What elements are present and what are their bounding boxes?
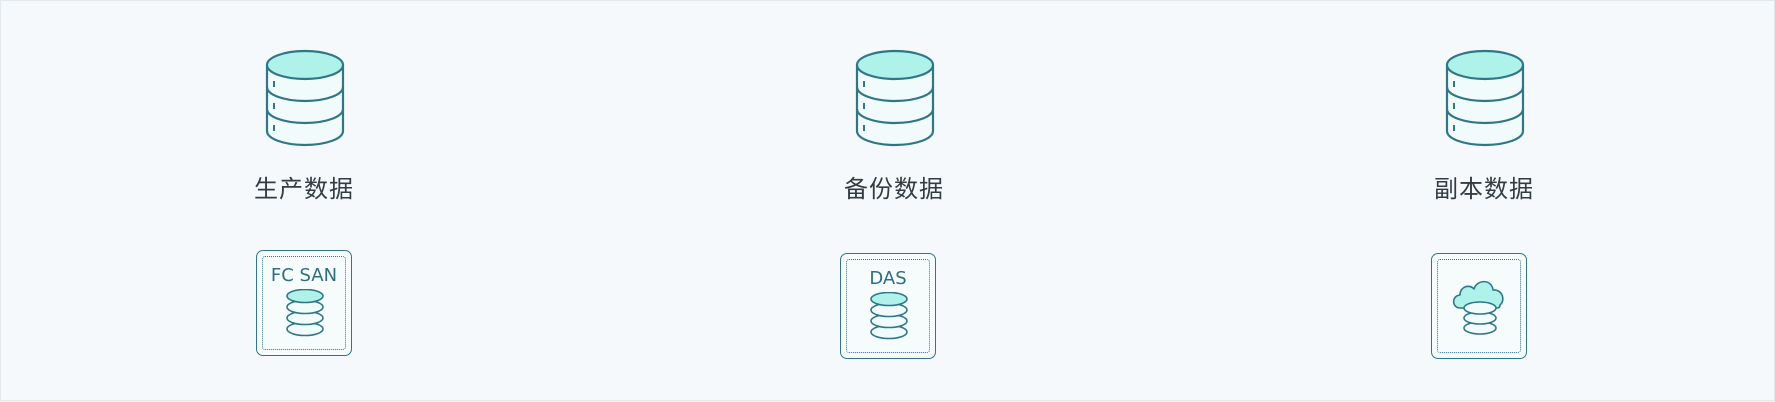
- database-icon: [1445, 49, 1525, 147]
- column-label: 副本数据: [1434, 175, 1534, 203]
- replica-data-column: 副本数据: [1404, 1, 1564, 402]
- storage-type-label: FC SAN: [270, 265, 338, 286]
- cloud-storage-icon: [1452, 280, 1504, 335]
- card-dotted-border: [1437, 259, 1521, 353]
- column-label: 生产数据: [254, 175, 354, 203]
- das-storage-card: DAS: [840, 253, 936, 359]
- card-dotted-border: [262, 256, 346, 350]
- cloud-storage-card: [1431, 253, 1527, 359]
- database-icon: [265, 49, 345, 147]
- production-data-column: 生产数据 FC SAN: [224, 1, 384, 402]
- fc-san-storage-card: FC SAN: [256, 250, 352, 356]
- database-icon: [855, 49, 935, 147]
- storage-type-label: DAS: [869, 268, 907, 289]
- card-dotted-border: [846, 259, 930, 353]
- backup-data-column: 备份数据 DAS: [814, 1, 974, 402]
- disk-stack-icon: [870, 292, 908, 340]
- disk-stack-icon: [286, 289, 324, 337]
- column-label: 备份数据: [844, 175, 944, 203]
